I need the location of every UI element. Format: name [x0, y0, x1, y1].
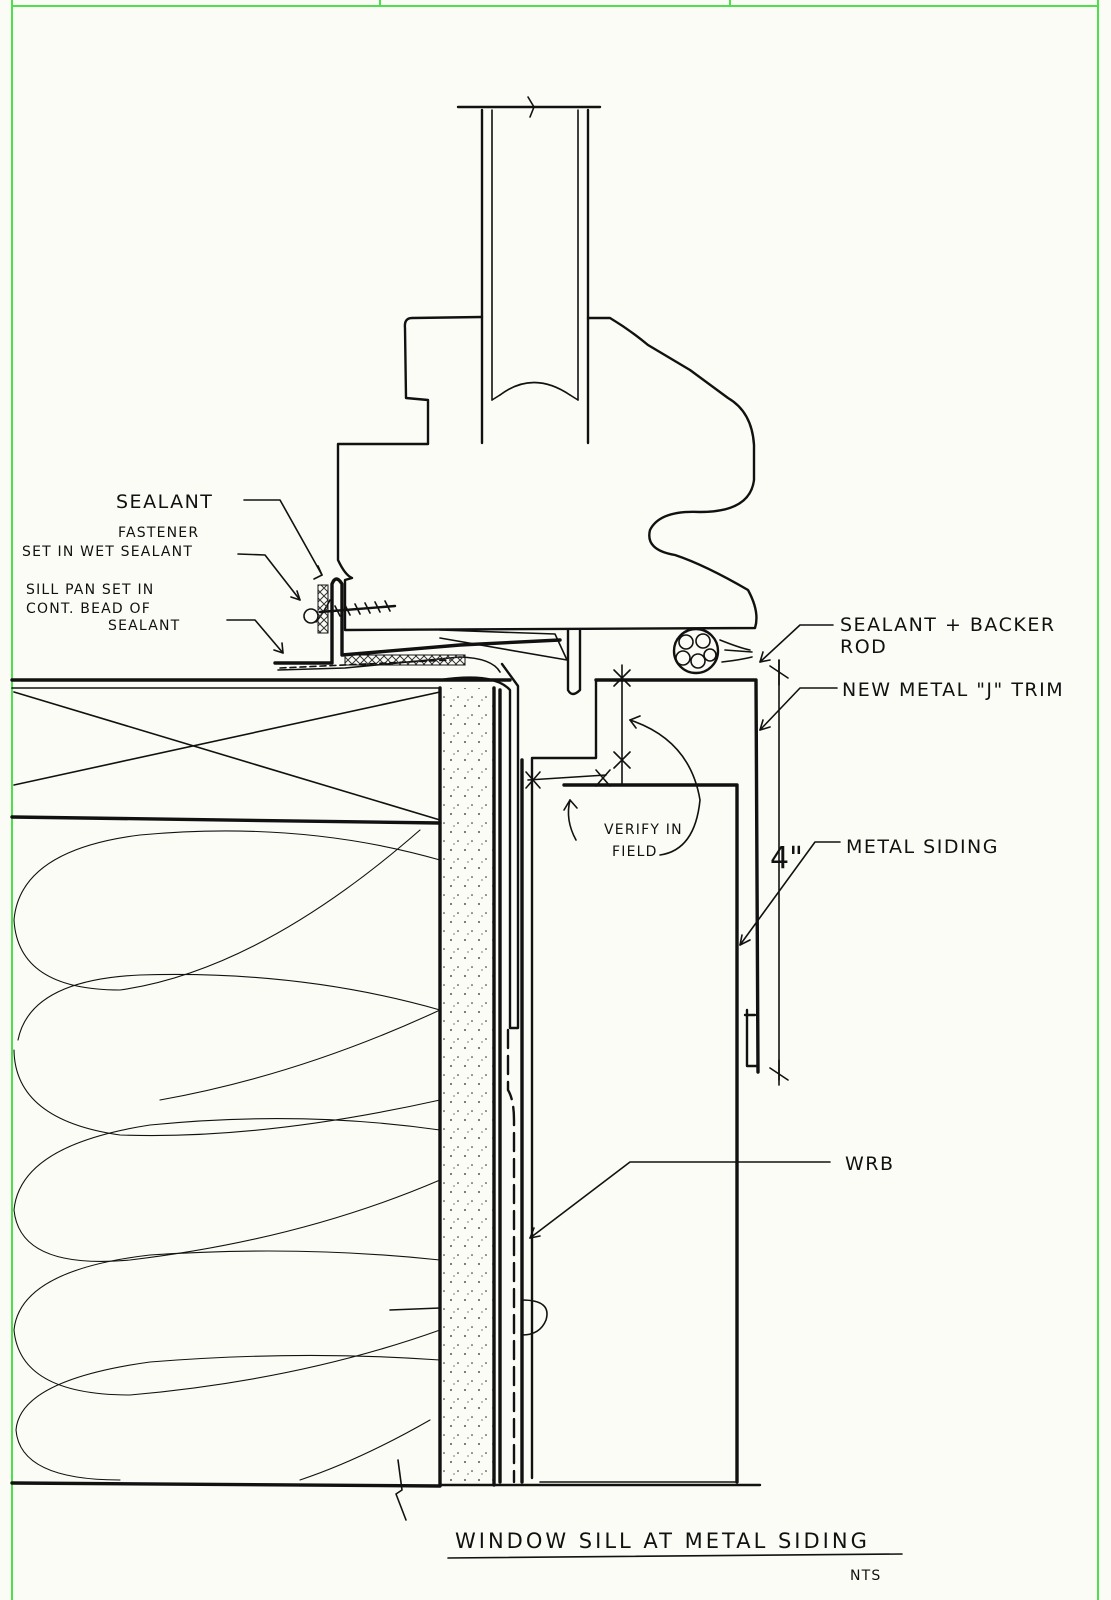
sheet-border — [11, 0, 1099, 1600]
leader-lines — [226, 499, 841, 1239]
wall-sheathing — [440, 686, 496, 1487]
label-j-trim: NEW METAL "J" TRIM — [842, 679, 1064, 701]
label-verify-1: VERIFY IN — [604, 822, 683, 838]
window-frame-profile — [336, 315, 758, 632]
batt-insulation — [13, 829, 441, 1481]
label-sill-pan-2: CONT. BEAD OF — [26, 601, 151, 617]
sill-drip-leg — [566, 628, 582, 696]
verify-in-field-dims — [525, 664, 701, 856]
backer-rod — [672, 627, 753, 675]
bottom-break-line — [395, 1459, 407, 1521]
drawing-title: WINDOW SILL AT METAL SIDING — [455, 1529, 870, 1553]
label-sill-pan-3: SEALANT — [108, 618, 180, 634]
label-metal-siding: METAL SIDING — [846, 836, 999, 858]
drawing-title-block: WINDOW SILL AT METAL SIDING NTS — [447, 1529, 903, 1584]
sill-pan-horizontal — [273, 577, 562, 673]
label-sill-pan-1: SILL PAN SET IN — [26, 582, 154, 598]
label-verify-2: FIELD — [612, 844, 658, 860]
sill-pan-and-wrb — [438, 662, 548, 1484]
label-wrb: WRB — [845, 1153, 895, 1175]
window-glazing — [456, 96, 602, 445]
dimension-label: 4" — [770, 841, 803, 876]
wall-framing — [10, 678, 512, 1488]
label-sealant-backer-1: SEALANT + BACKER — [840, 614, 1056, 636]
label-sealant: SEALANT — [116, 491, 213, 513]
sill-nose — [439, 629, 568, 661]
label-sealant-backer-2: ROD — [840, 636, 887, 658]
drawing-scale: NTS — [850, 1568, 882, 1584]
label-fastener-1: FASTENER — [118, 525, 199, 541]
dimension-4-inch: 4" — [769, 659, 803, 1086]
label-fastener-2: SET IN WET SEALANT — [22, 544, 193, 560]
